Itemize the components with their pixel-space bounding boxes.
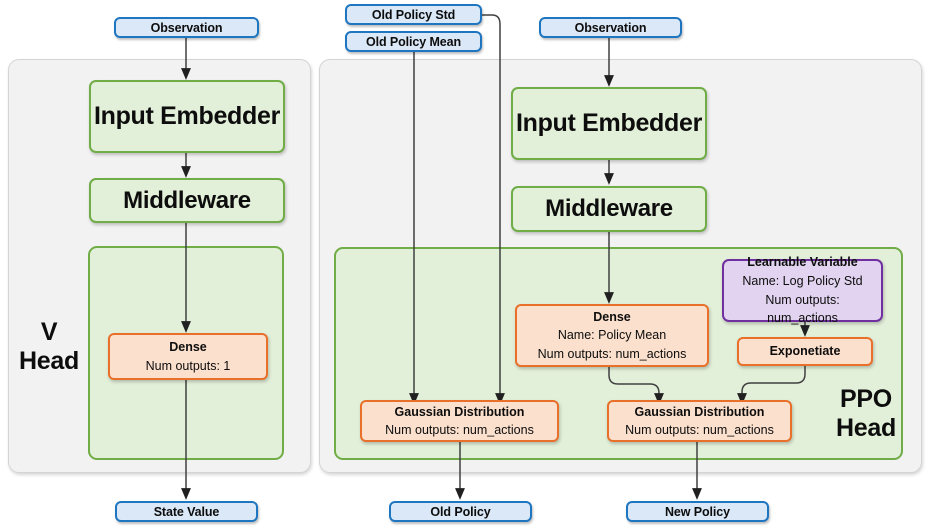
v-head-caption-line1: V (40, 318, 58, 346)
ppo-head-gaussian-distribution-new[interactable]: Gaussian Distribution Num outputs: num_a… (607, 400, 792, 442)
ppo-head-gaussian-new-num-outputs: Num outputs: num_actions (625, 423, 774, 437)
ppo-head-dense-policy-mean[interactable]: Dense Name: Policy Mean Num outputs: num… (515, 304, 709, 367)
ppo-head-learnable-variable-name: Name: Log Policy Std (742, 273, 863, 288)
ppo-head-input-observation-label: Observation (574, 20, 647, 35)
ppo-head-dense-num-outputs: Num outputs: num_actions (537, 346, 687, 361)
ppo-head-input-old-policy-std[interactable]: Old Policy Std (345, 4, 482, 25)
v-head-input-embedder-label: Input Embedder (93, 102, 281, 130)
v-head-dense-title: Dense (169, 340, 207, 355)
ppo-head-input-old-policy-mean[interactable]: Old Policy Mean (345, 31, 482, 52)
v-head-caption-line2: Head (19, 346, 79, 375)
ppo-head-gaussian-distribution-old[interactable]: Gaussian Distribution Num outputs: num_a… (360, 400, 559, 442)
ppo-head-input-old-policy-std-label: Old Policy Std (371, 7, 456, 22)
ppo-head-caption: PPO Head (818, 385, 914, 442)
ppo-head-gaussian-new-title: Gaussian Distribution (634, 404, 765, 419)
ppo-head-dense-title: Dense (593, 310, 631, 325)
ppo-head-output-new-policy[interactable]: New Policy (626, 501, 769, 522)
ppo-head-input-observation[interactable]: Observation (539, 17, 682, 38)
v-head-middleware[interactable]: Middleware (89, 178, 285, 223)
ppo-head-middleware-label: Middleware (545, 195, 673, 222)
v-head-input-observation[interactable]: Observation (114, 17, 259, 38)
ppo-head-gaussian-old-num-outputs: Num outputs: num_actions (385, 423, 534, 437)
ppo-head-output-new-policy-label: New Policy (665, 504, 730, 519)
ppo-head-learnable-variable[interactable]: Learnable Variable Name: Log Policy Std … (722, 255, 883, 325)
ppo-head-learnable-variable-num-outputs: Num outputs: num_actions (765, 292, 840, 326)
v-head-middleware-label: Middleware (123, 186, 251, 214)
v-head-dense[interactable]: Dense Num outputs: 1 (108, 333, 268, 380)
v-head-output-state-value-label: State Value (153, 504, 220, 519)
ppo-head-output-old-policy-label: Old Policy (430, 504, 491, 519)
ppo-head-input-embedder-label: Input Embedder (515, 109, 703, 137)
v-head-input-embedder[interactable]: Input Embedder (89, 80, 285, 153)
ppo-head-gaussian-old-title: Gaussian Distribution (394, 404, 525, 419)
ppo-head-exponetiate-label: Exponetiate (769, 344, 841, 359)
ppo-head-output-old-policy[interactable]: Old Policy (389, 501, 532, 522)
ppo-head-middleware[interactable]: Middleware (511, 186, 707, 232)
v-head-input-observation-label: Observation (150, 20, 223, 35)
v-head-dense-num-outputs: Num outputs: 1 (145, 358, 231, 373)
ppo-head-input-embedder[interactable]: Input Embedder (511, 87, 707, 160)
ppo-head-dense-name: Name: Policy Mean (557, 328, 667, 343)
v-head-output-state-value[interactable]: State Value (115, 501, 258, 522)
v-head-caption: V Head (14, 318, 84, 375)
ppo-head-exponetiate[interactable]: Exponetiate (737, 337, 873, 366)
ppo-head-input-old-policy-mean-label: Old Policy Mean (365, 34, 462, 49)
ppo-head-learnable-variable-title: Learnable Variable (747, 255, 858, 269)
ppo-head-caption-line1: PPO (840, 385, 892, 413)
ppo-head-caption-line2: Head (836, 413, 896, 442)
